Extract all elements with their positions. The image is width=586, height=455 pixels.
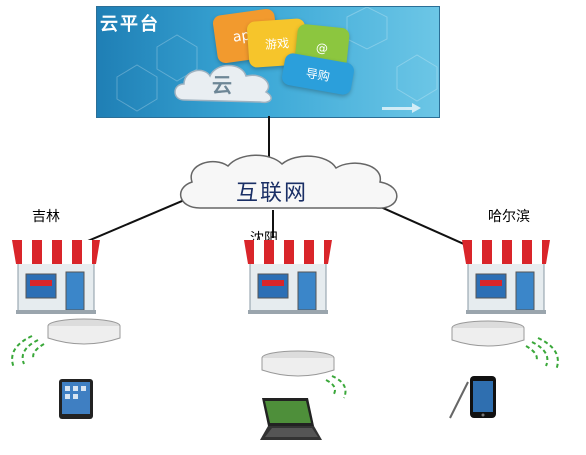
internet-cloud-icon bbox=[180, 154, 398, 209]
wifi-ap-harbin-icon bbox=[451, 320, 559, 371]
banner-title: 云平台 bbox=[100, 14, 160, 35]
store-jilin-icon bbox=[12, 240, 100, 314]
banner-to-internet-link bbox=[268, 116, 270, 158]
smartphone-icon bbox=[449, 376, 496, 419]
internet-label: 互联网 bbox=[236, 181, 309, 206]
store-harbin-icon bbox=[462, 240, 550, 314]
internet-to-shenyang-link bbox=[272, 210, 274, 238]
cloud-logo-icon bbox=[174, 64, 272, 104]
wifi-ap-shenyang-icon bbox=[261, 350, 347, 399]
tablet-icon bbox=[59, 379, 93, 419]
at-icon: @ bbox=[315, 40, 329, 56]
laptop-icon bbox=[260, 398, 322, 440]
wifi-ap-jilin-icon bbox=[11, 318, 121, 369]
guide-card-label: 导购 bbox=[304, 65, 331, 84]
store-shenyang-icon bbox=[244, 240, 332, 314]
cloud-logo-glyph: 云 bbox=[212, 73, 232, 97]
city-label-harbin: 哈尔滨 bbox=[488, 209, 530, 225]
city-label-jilin: 吉林 bbox=[32, 209, 60, 225]
game-card-label: 游戏 bbox=[264, 35, 290, 52]
